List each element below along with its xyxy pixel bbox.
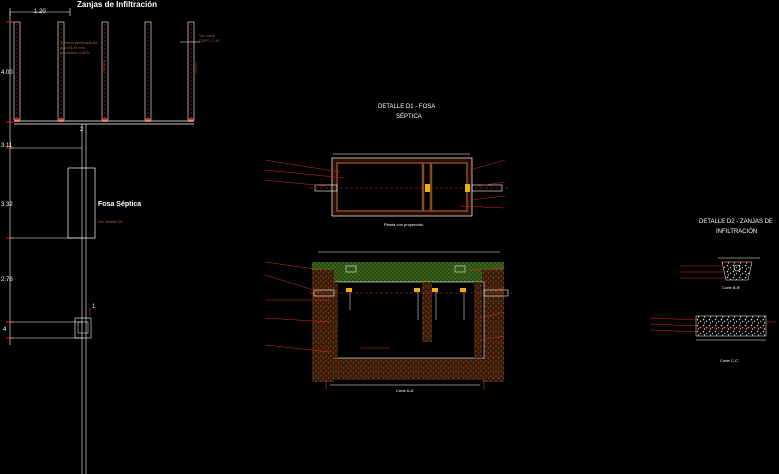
plan-dim-311: 3.11: [1, 143, 13, 149]
trench-plan: [6, 8, 200, 474]
plan-dim-400: 4.00: [1, 70, 13, 76]
detail2-caption-c: Corte C-C': [720, 358, 739, 363]
septic-section-view: [264, 251, 512, 390]
plan-label-2: 2: [80, 127, 84, 133]
plan-note-left: Tubería perforada de pvc Ø100 mm pendien…: [60, 40, 98, 56]
septic-label: Fosa Séptica: [98, 201, 142, 208]
detail1-title-line2: SÉPTICA: [396, 114, 422, 120]
detail2-caption-b: Corte B-B': [722, 285, 741, 290]
trench-section-c: [649, 315, 776, 341]
detail1-plan-caption: Planta con proyección: [384, 222, 424, 227]
detail2-title-line2: INFILTRACIÓN: [716, 229, 758, 235]
plan-note-right: Ver corte D2/P7 C-47: [199, 33, 220, 44]
plan-title: Zanjas de Infiltración: [77, 0, 158, 9]
septic-plan-view: [264, 153, 508, 217]
plan-dim-276: 2.76: [1, 277, 13, 283]
detail1-title-line1: DETALLE D1 - FOSA: [378, 104, 436, 110]
plan-label-4: 4: [3, 327, 7, 333]
trench-section-b: [680, 257, 760, 281]
plan-dim-top: 1.20: [34, 9, 46, 15]
detail1-section-caption: Corte A-A': [396, 388, 415, 393]
septic-ref: Ver detalle D1: [98, 219, 124, 224]
plan-label-1: 1: [92, 304, 96, 310]
plan-dim-332: 3.32: [1, 202, 13, 208]
detail2-title-line1: DETALLE D2 - ZANJAS DE: [699, 219, 773, 225]
